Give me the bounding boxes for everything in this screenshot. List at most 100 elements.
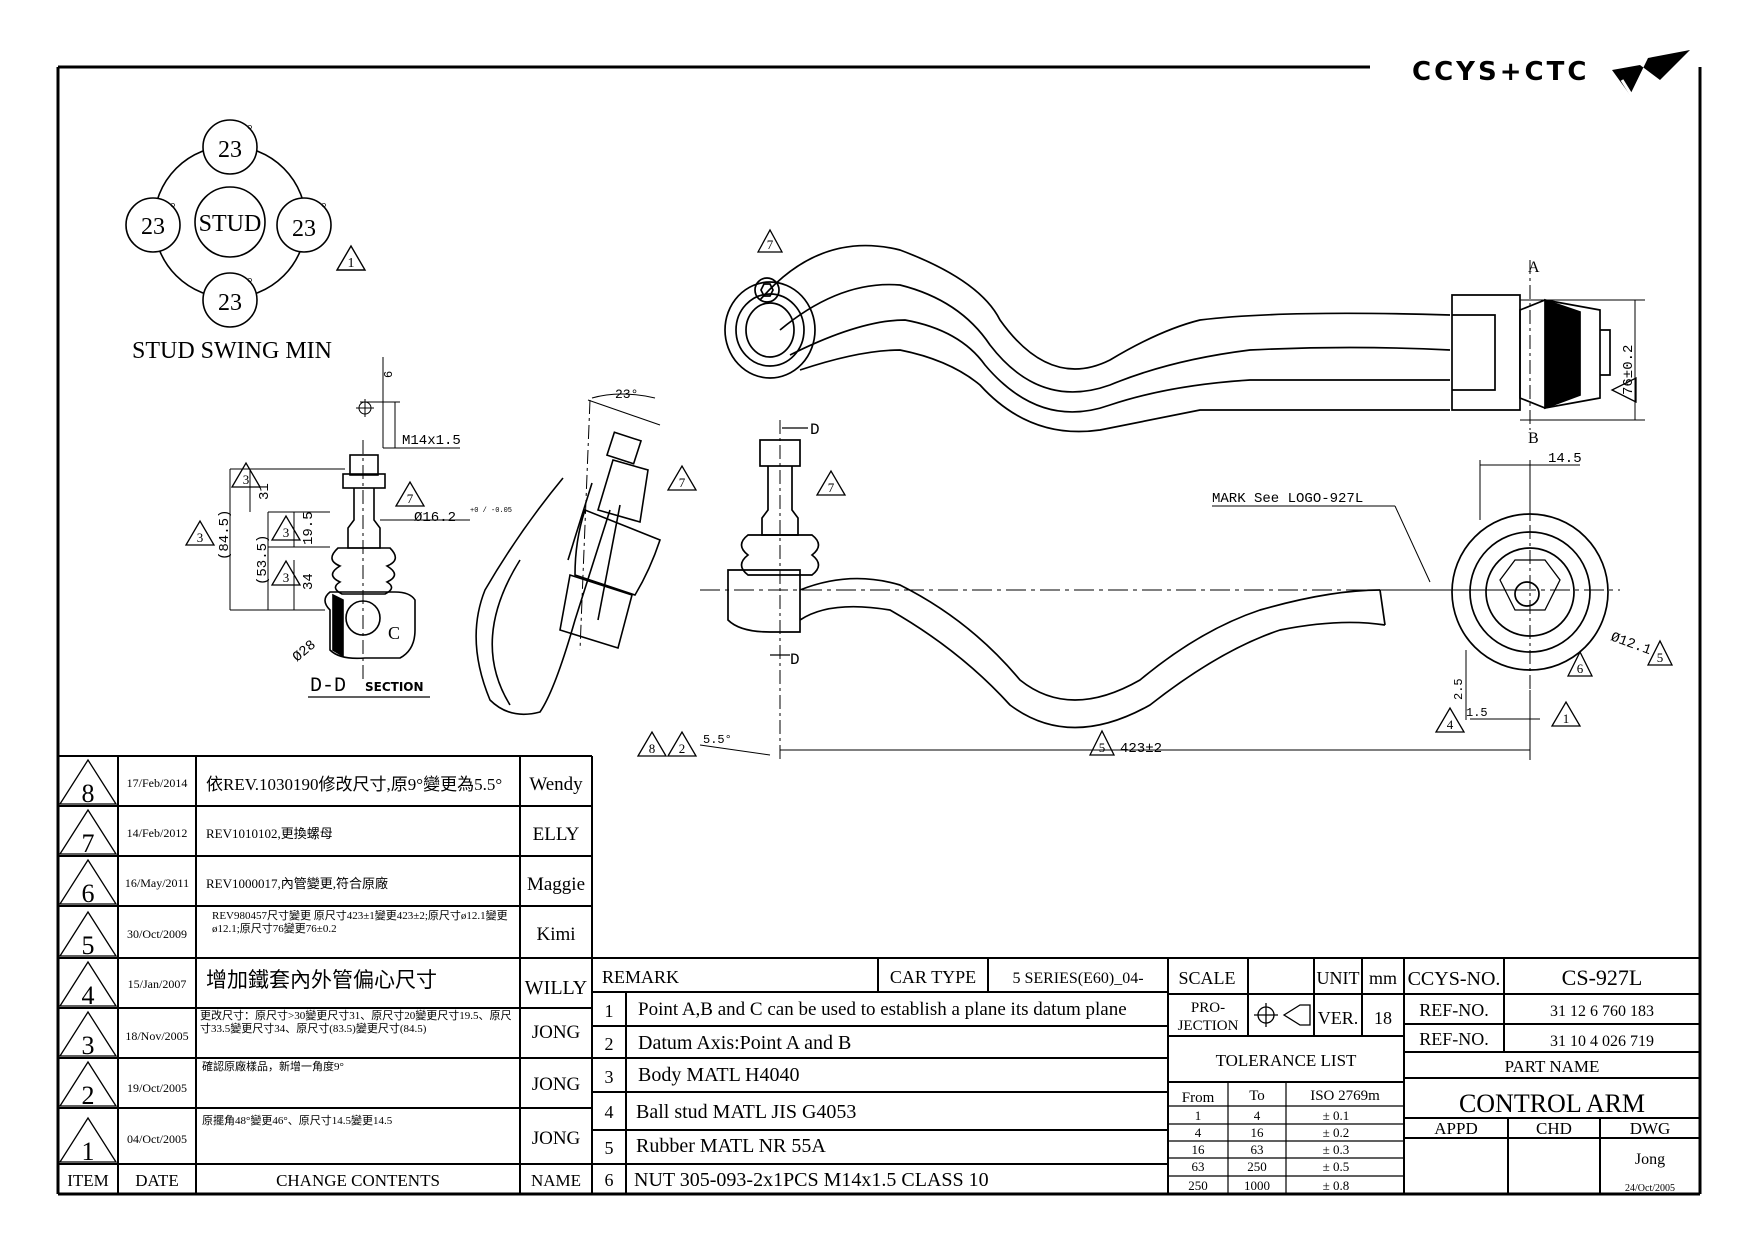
revision-table: 8 17/Feb/2014 依REV.1030190修改尺寸,原9°變更為5.5…	[58, 755, 593, 1194]
rev-item: 1	[82, 1137, 95, 1166]
svg-text:7: 7	[828, 480, 835, 495]
rev-item: 3	[82, 1031, 95, 1060]
rev-name: ELLY	[533, 824, 580, 845]
dwg-date: 24/Oct/2005	[1625, 1183, 1675, 1194]
rev-name: Maggie	[527, 874, 585, 895]
tol-iso: ± 0.1	[1323, 1108, 1350, 1123]
remark-text: Rubber MATL NR 55A	[636, 1135, 826, 1157]
dim-535: (53.5)	[255, 535, 271, 585]
dwg-name: Jong	[1635, 1151, 1665, 1168]
dim-bush-76: 76±0.2	[1621, 345, 1637, 395]
rev-date: 17/Feb/2014	[127, 776, 188, 790]
tol-to: 4	[1254, 1108, 1261, 1123]
rev-date: 14/Feb/2012	[127, 826, 188, 840]
logo-text: CCYS+CTC	[1412, 57, 1589, 87]
part-name-value: CONTROL ARM	[1459, 1089, 1645, 1118]
unit-label: UNIT	[1317, 968, 1360, 988]
remark-text: Ball stud MATL JIS G4053	[636, 1101, 856, 1123]
remark-header: REMARK	[602, 967, 679, 987]
tol-to: 16	[1251, 1125, 1265, 1140]
svg-text:4: 4	[1447, 717, 1454, 732]
ref-label-1: REF-NO.	[1419, 1000, 1489, 1020]
ver-label: VER.	[1318, 1008, 1359, 1028]
rev-header-name: NAME	[531, 1171, 581, 1190]
scale-label: SCALE	[1178, 968, 1235, 988]
rev-change: 更改尺寸：原尺寸>30變更尺寸31、原尺寸20變更尺寸19.5、原尺寸33.5變…	[200, 1010, 512, 1035]
svg-text:7: 7	[767, 237, 774, 252]
rev-name: JONG	[532, 1128, 581, 1149]
marker-b: B	[1528, 430, 1539, 447]
tol-to: 1000	[1244, 1178, 1270, 1193]
svg-text:7: 7	[407, 491, 414, 506]
dwg-label: DWG	[1630, 1119, 1671, 1138]
front-view-arm: D D 7 MARK See LOGO-927L 14.5 Ø12.1 5 6 …	[636, 420, 1674, 760]
rev-date: 19/Oct/2005	[127, 1081, 187, 1095]
svg-text:1: 1	[348, 256, 355, 271]
dim-shaft-dia: Ø16.2	[414, 510, 456, 526]
tol-from: 16	[1192, 1142, 1206, 1157]
svg-text:3: 3	[197, 530, 204, 545]
rev-name: Wendy	[529, 774, 583, 795]
rev-item: 5	[82, 931, 95, 960]
rev-name: Kimi	[536, 924, 575, 945]
svg-text:3: 3	[283, 570, 290, 585]
dim-6: 6	[382, 371, 396, 378]
ref-value-2: 31 10 4 026 719	[1550, 1033, 1654, 1050]
dim-angle-55: 5.5°	[703, 733, 732, 747]
tol-iso: ± 0.3	[1323, 1142, 1350, 1157]
tol-from: 250	[1188, 1178, 1208, 1193]
swing-right: 23	[292, 216, 316, 242]
ccys-no-label: CCYS-NO.	[1408, 968, 1501, 990]
swing-top: 23	[218, 137, 242, 163]
rev-date: 18/Nov/2005	[125, 1029, 188, 1043]
rev-item: 6	[82, 879, 95, 908]
rev-change-wrap: REV980457尺寸變更 原尺寸423±1變更423±2;原尺寸ø12.1變更…	[212, 910, 508, 935]
chd-label: CHD	[1536, 1119, 1572, 1138]
rev-name: JONG	[532, 1074, 581, 1095]
rev-date: 16/May/2011	[125, 876, 189, 890]
degree-left: °	[170, 201, 176, 216]
remark-num: 3	[605, 1067, 614, 1087]
degree-right: °	[321, 201, 327, 216]
rev-header-item: ITEM	[67, 1171, 109, 1190]
rev-name: JONG	[532, 1022, 581, 1043]
stud-label: STUD	[199, 211, 262, 237]
degree-bottom: °	[247, 276, 253, 291]
tol-header-to: To	[1249, 1088, 1265, 1104]
rev-change: 確認原廠樣品，新增一角度9°	[202, 1059, 344, 1073]
tolerance-title: TOLERANCE LIST	[1216, 1051, 1357, 1070]
tol-to: 250	[1247, 1159, 1267, 1174]
top-view-arm: 7 76±0.2 A B	[724, 228, 1645, 447]
tol-iso: ± 0.2	[1323, 1125, 1350, 1140]
tol-from: 4	[1195, 1125, 1202, 1140]
dim-thread: M14x1.5	[402, 433, 461, 449]
dim-15: 1.5	[1466, 706, 1488, 720]
swing-bottom: 23	[218, 290, 242, 316]
remark-text: Datum Axis:Point A and B	[638, 1032, 851, 1054]
svg-text:7: 7	[679, 475, 686, 490]
rev-header-date: DATE	[135, 1171, 178, 1190]
unit-value: mm	[1369, 968, 1397, 988]
rev-header-change: CHANGE CONTENTS	[276, 1171, 440, 1190]
tol-header-from: From	[1182, 1090, 1215, 1106]
degree-top: °	[247, 123, 253, 138]
marker-a: A	[1528, 259, 1540, 276]
part-name-label: PART NAME	[1505, 1057, 1600, 1076]
remark-num: 2	[605, 1034, 614, 1054]
rev-change: REV980457尺寸變更 原尺寸423±1變更423±2;原尺寸ø12.1變更…	[212, 910, 508, 935]
svg-text:6: 6	[1577, 661, 1584, 676]
ref-label-2: REF-NO.	[1419, 1029, 1489, 1049]
marker-c-section: C	[388, 623, 400, 643]
dim-145: 14.5	[1548, 451, 1582, 467]
dim-dia-121: Ø12.1	[1608, 630, 1653, 659]
dim-423: 423±2	[1120, 741, 1162, 757]
dim-34: 34	[301, 573, 317, 590]
swing-left: 23	[141, 214, 165, 240]
tol-to: 63	[1251, 1142, 1264, 1157]
rev-change: 依REV.1030190修改尺寸,原9°變更為5.5°	[206, 775, 502, 794]
rev-name: WILLY	[525, 977, 587, 999]
rev-item: 2	[82, 1081, 95, 1110]
dim-845: (84.5)	[217, 510, 233, 560]
ccys-no-value: CS-927L	[1562, 965, 1643, 990]
projection-label-1: PRO-	[1191, 1000, 1225, 1016]
